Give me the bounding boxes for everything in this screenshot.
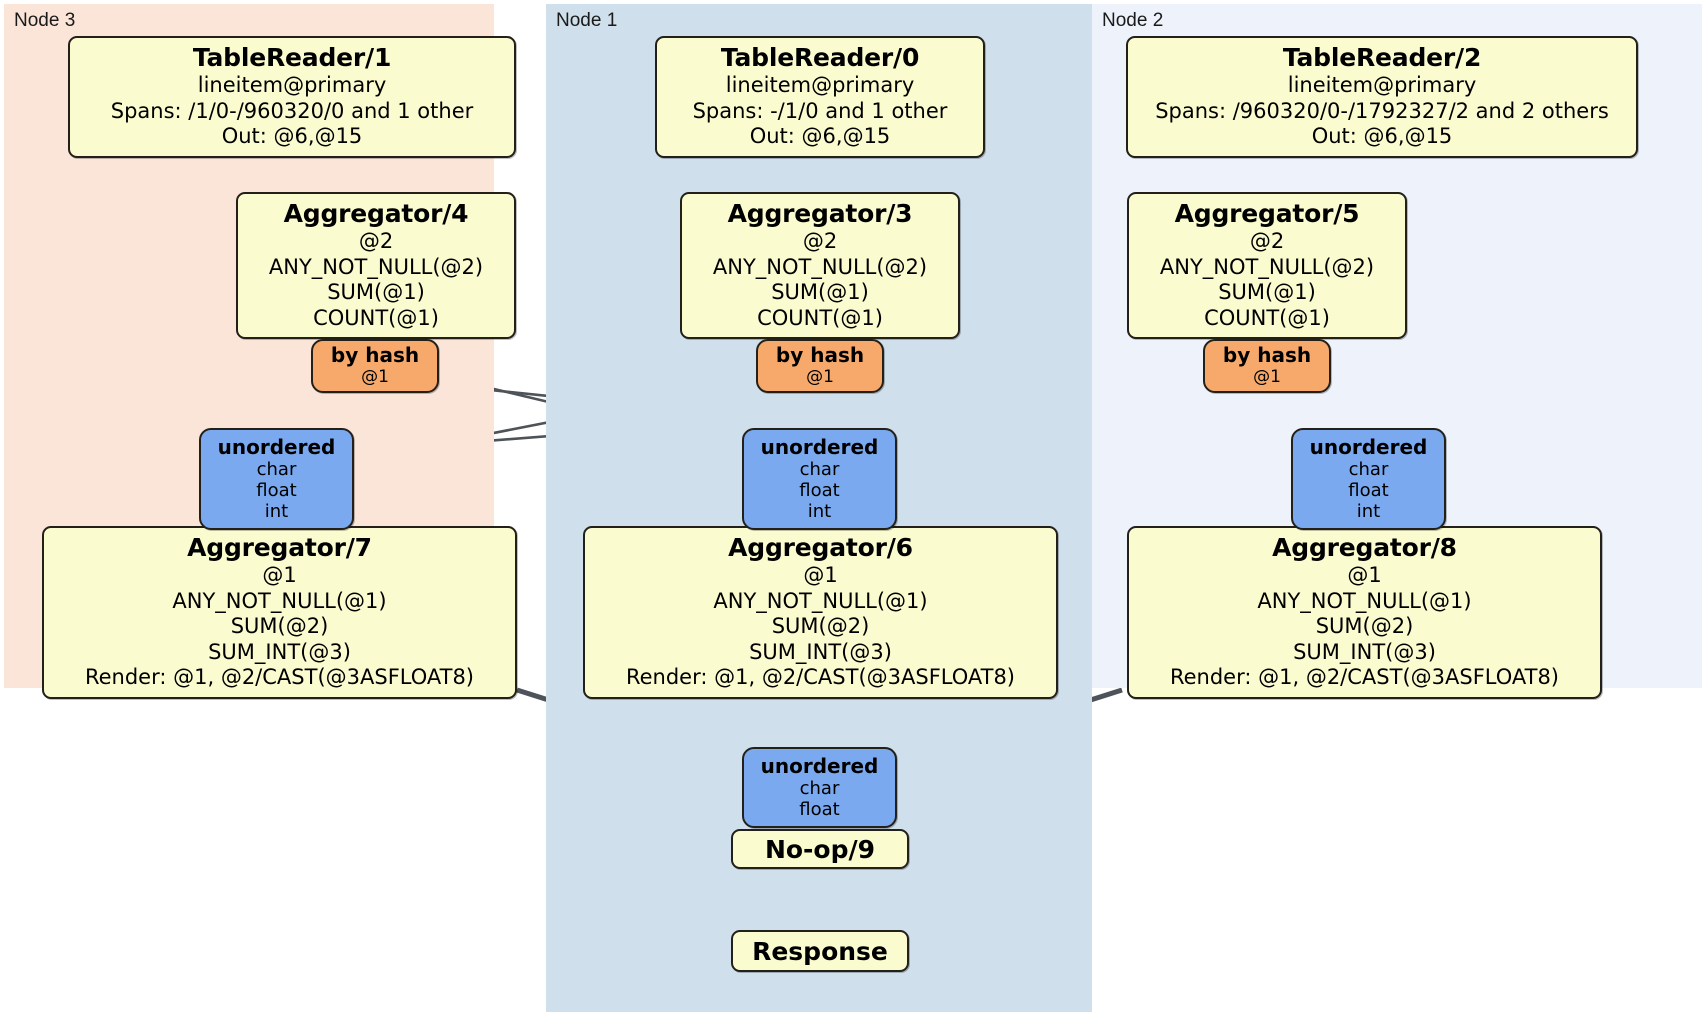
processor-detail-line: @1 <box>1347 563 1382 587</box>
synchronizer-type-line: int <box>1356 501 1381 522</box>
processor-detail-line: Spans: /1/0-/960320/0 and 1 other <box>110 98 474 123</box>
processor-detail-line: lineitem@primary <box>725 73 915 97</box>
router-by-hash-aggregator-5[interactable]: by hash @1 <box>1203 339 1331 393</box>
synchronizer-title: unordered <box>1309 435 1428 459</box>
synchronizer-title: unordered <box>760 754 879 778</box>
router-by-hash-aggregator-3[interactable]: by hash @1 <box>756 339 884 393</box>
processor-detail-line: @2 <box>358 229 394 253</box>
processor-table-reader-2[interactable]: TableReader/2 lineitem@primary Spans: /9… <box>1126 36 1638 158</box>
processor-detail-line: SUM(@2) <box>230 614 329 638</box>
node-panel-label-node2: Node 2 <box>1102 10 1164 31</box>
processor-detail-line: SUM_INT(@3) <box>208 639 351 664</box>
processor-detail-line: Out: @6,@15 <box>221 124 363 148</box>
processor-response[interactable]: Response <box>731 930 909 972</box>
processor-detail-line: Spans: /960320/0-/1792327/2 and 2 others <box>1155 98 1609 123</box>
synchronizer-type-line: char <box>1348 459 1389 480</box>
processor-aggregator-8[interactable]: Aggregator/8 @1 ANY_NOT_NULL(@1) SUM(@2)… <box>1127 526 1602 699</box>
synchronizer-title: unordered <box>760 435 879 459</box>
processor-detail-line: ANY_NOT_NULL(@1) <box>713 588 928 613</box>
processor-detail-line: ANY_NOT_NULL(@2) <box>268 254 484 279</box>
processor-detail-line: SUM(@2) <box>1315 614 1414 638</box>
processor-detail-line: @1 <box>803 563 838 587</box>
synchronizer-type-line: char <box>799 778 840 799</box>
processor-title: Response <box>752 936 888 966</box>
processor-detail-line: COUNT(@1) <box>1204 305 1330 330</box>
router-detail-line: @1 <box>806 367 834 387</box>
synchronizer-title: unordered <box>217 435 336 459</box>
synchronizer-type-line: int <box>264 501 289 522</box>
processor-detail-line: @1 <box>262 563 297 587</box>
processor-title: Aggregator/3 <box>727 199 913 228</box>
processor-detail-line: lineitem@primary <box>1287 73 1477 97</box>
node-panel-label-node1: Node 1 <box>556 10 618 31</box>
router-detail-line: @1 <box>361 367 389 387</box>
synchronizer-type-line: float <box>1348 480 1389 501</box>
processor-detail-line: SUM_INT(@3) <box>1293 639 1436 664</box>
processor-title: TableReader/0 <box>720 43 920 72</box>
router-detail-line: @1 <box>1253 367 1281 387</box>
synchronizer-unordered-aggregator-7[interactable]: unordered char float int <box>199 428 354 530</box>
processor-detail-line: Spans: -/1/0 and 1 other <box>692 98 948 123</box>
router-title: by hash <box>1222 343 1312 367</box>
processor-detail-line: Out: @6,@15 <box>1311 124 1453 148</box>
synchronizer-type-line: float <box>799 799 840 820</box>
processor-title: Aggregator/6 <box>728 533 913 562</box>
synchronizer-type-line: float <box>256 480 297 501</box>
processor-detail-line: lineitem@primary <box>197 73 387 97</box>
node-panel-label-node3: Node 3 <box>14 10 76 31</box>
processor-detail-line: Render: @1, @2/CAST(@3ASFLOAT8) <box>1169 665 1560 689</box>
processor-table-reader-1[interactable]: TableReader/1 lineitem@primary Spans: /1… <box>68 36 516 158</box>
processor-aggregator-6[interactable]: Aggregator/6 @1 ANY_NOT_NULL(@1) SUM(@2)… <box>583 526 1058 699</box>
processor-detail-line: SUM(@1) <box>1218 280 1316 304</box>
synchronizer-type-line: char <box>799 459 840 480</box>
processor-title: TableReader/2 <box>1282 43 1482 72</box>
processor-aggregator-4[interactable]: Aggregator/4 @2 ANY_NOT_NULL(@2) SUM(@1)… <box>236 192 516 339</box>
processor-detail-line: ANY_NOT_NULL(@1) <box>1257 588 1472 613</box>
synchronizer-type-line: int <box>807 501 832 522</box>
processor-aggregator-5[interactable]: Aggregator/5 @2 ANY_NOT_NULL(@2) SUM(@1)… <box>1127 192 1407 339</box>
router-title: by hash <box>775 343 865 367</box>
processor-detail-line: SUM_INT(@3) <box>749 639 892 664</box>
processor-aggregator-3[interactable]: Aggregator/3 @2 ANY_NOT_NULL(@2) SUM(@1)… <box>680 192 960 339</box>
router-title: by hash <box>330 343 420 367</box>
processor-detail-line: SUM(@1) <box>771 280 869 304</box>
processor-detail-line: ANY_NOT_NULL(@2) <box>712 254 928 279</box>
processor-detail-line: Render: @1, @2/CAST(@3ASFLOAT8) <box>625 665 1016 689</box>
processor-detail-line: Out: @6,@15 <box>749 124 891 148</box>
synchronizer-unordered-final[interactable]: unordered char float <box>742 747 897 828</box>
processor-title: Aggregator/7 <box>187 533 372 562</box>
processor-title: TableReader/1 <box>192 43 392 72</box>
processor-detail-line: SUM(@2) <box>771 614 870 638</box>
synchronizer-type-line: char <box>256 459 297 480</box>
processor-detail-line: COUNT(@1) <box>757 305 883 330</box>
processor-detail-line: Render: @1, @2/CAST(@3ASFLOAT8) <box>84 665 475 689</box>
synchronizer-unordered-aggregator-6[interactable]: unordered char float int <box>742 428 897 530</box>
processor-aggregator-7[interactable]: Aggregator/7 @1 ANY_NOT_NULL(@1) SUM(@2)… <box>42 526 517 699</box>
processor-no-op-9[interactable]: No-op/9 <box>731 829 909 869</box>
processor-detail-line: COUNT(@1) <box>313 305 439 330</box>
synchronizer-type-line: float <box>799 480 840 501</box>
processor-detail-line: @2 <box>802 229 838 253</box>
processor-detail-line: @2 <box>1249 229 1285 253</box>
synchronizer-unordered-aggregator-8[interactable]: unordered char float int <box>1291 428 1446 530</box>
processor-detail-line: SUM(@1) <box>327 280 425 304</box>
processor-detail-line: ANY_NOT_NULL(@1) <box>172 588 387 613</box>
processor-title: No-op/9 <box>764 834 876 864</box>
processor-title: Aggregator/4 <box>283 199 469 228</box>
processor-table-reader-0[interactable]: TableReader/0 lineitem@primary Spans: -/… <box>655 36 985 158</box>
processor-title: Aggregator/5 <box>1174 199 1360 228</box>
processor-title: Aggregator/8 <box>1272 533 1457 562</box>
processor-detail-line: ANY_NOT_NULL(@2) <box>1159 254 1375 279</box>
router-by-hash-aggregator-4[interactable]: by hash @1 <box>311 339 439 393</box>
